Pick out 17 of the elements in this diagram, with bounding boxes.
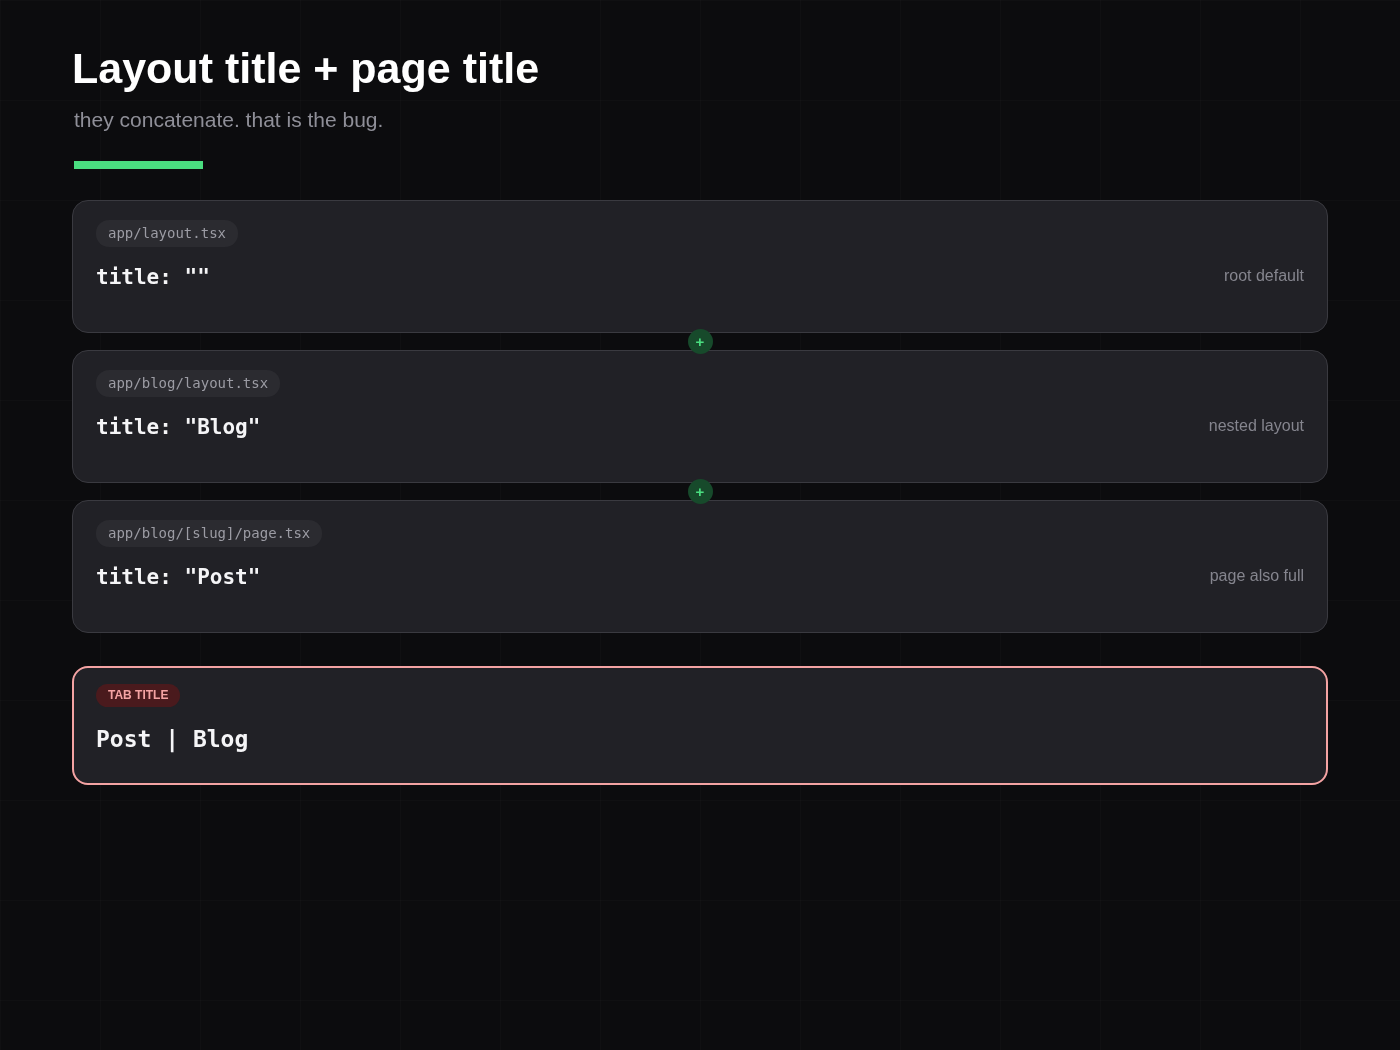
tab-title-text: Post | Blog xyxy=(96,725,249,754)
code-line: title: "Blog" xyxy=(96,414,261,440)
file-card xyxy=(72,200,1328,333)
subtitle-text: they concatenate. that is the bug. xyxy=(74,107,384,133)
tab-title-tag: TAB TITLE xyxy=(96,684,181,707)
code-line: title: "Post" xyxy=(96,564,261,590)
note-text: root default xyxy=(1223,266,1304,286)
code-line: title: "" xyxy=(96,264,210,290)
result-card xyxy=(72,666,1328,785)
note-text: nested layout xyxy=(1208,416,1304,436)
file-card xyxy=(72,500,1328,633)
page-title: Layout title + page title xyxy=(72,43,540,94)
file-card xyxy=(72,350,1328,483)
file-path-tag: app/blog/layout.tsx xyxy=(96,370,281,397)
note-text: page also full xyxy=(1209,566,1304,586)
file-path-tag: app/blog/[slug]/page.tsx xyxy=(96,520,323,547)
file-path-tag: app/layout.tsx xyxy=(96,220,238,247)
